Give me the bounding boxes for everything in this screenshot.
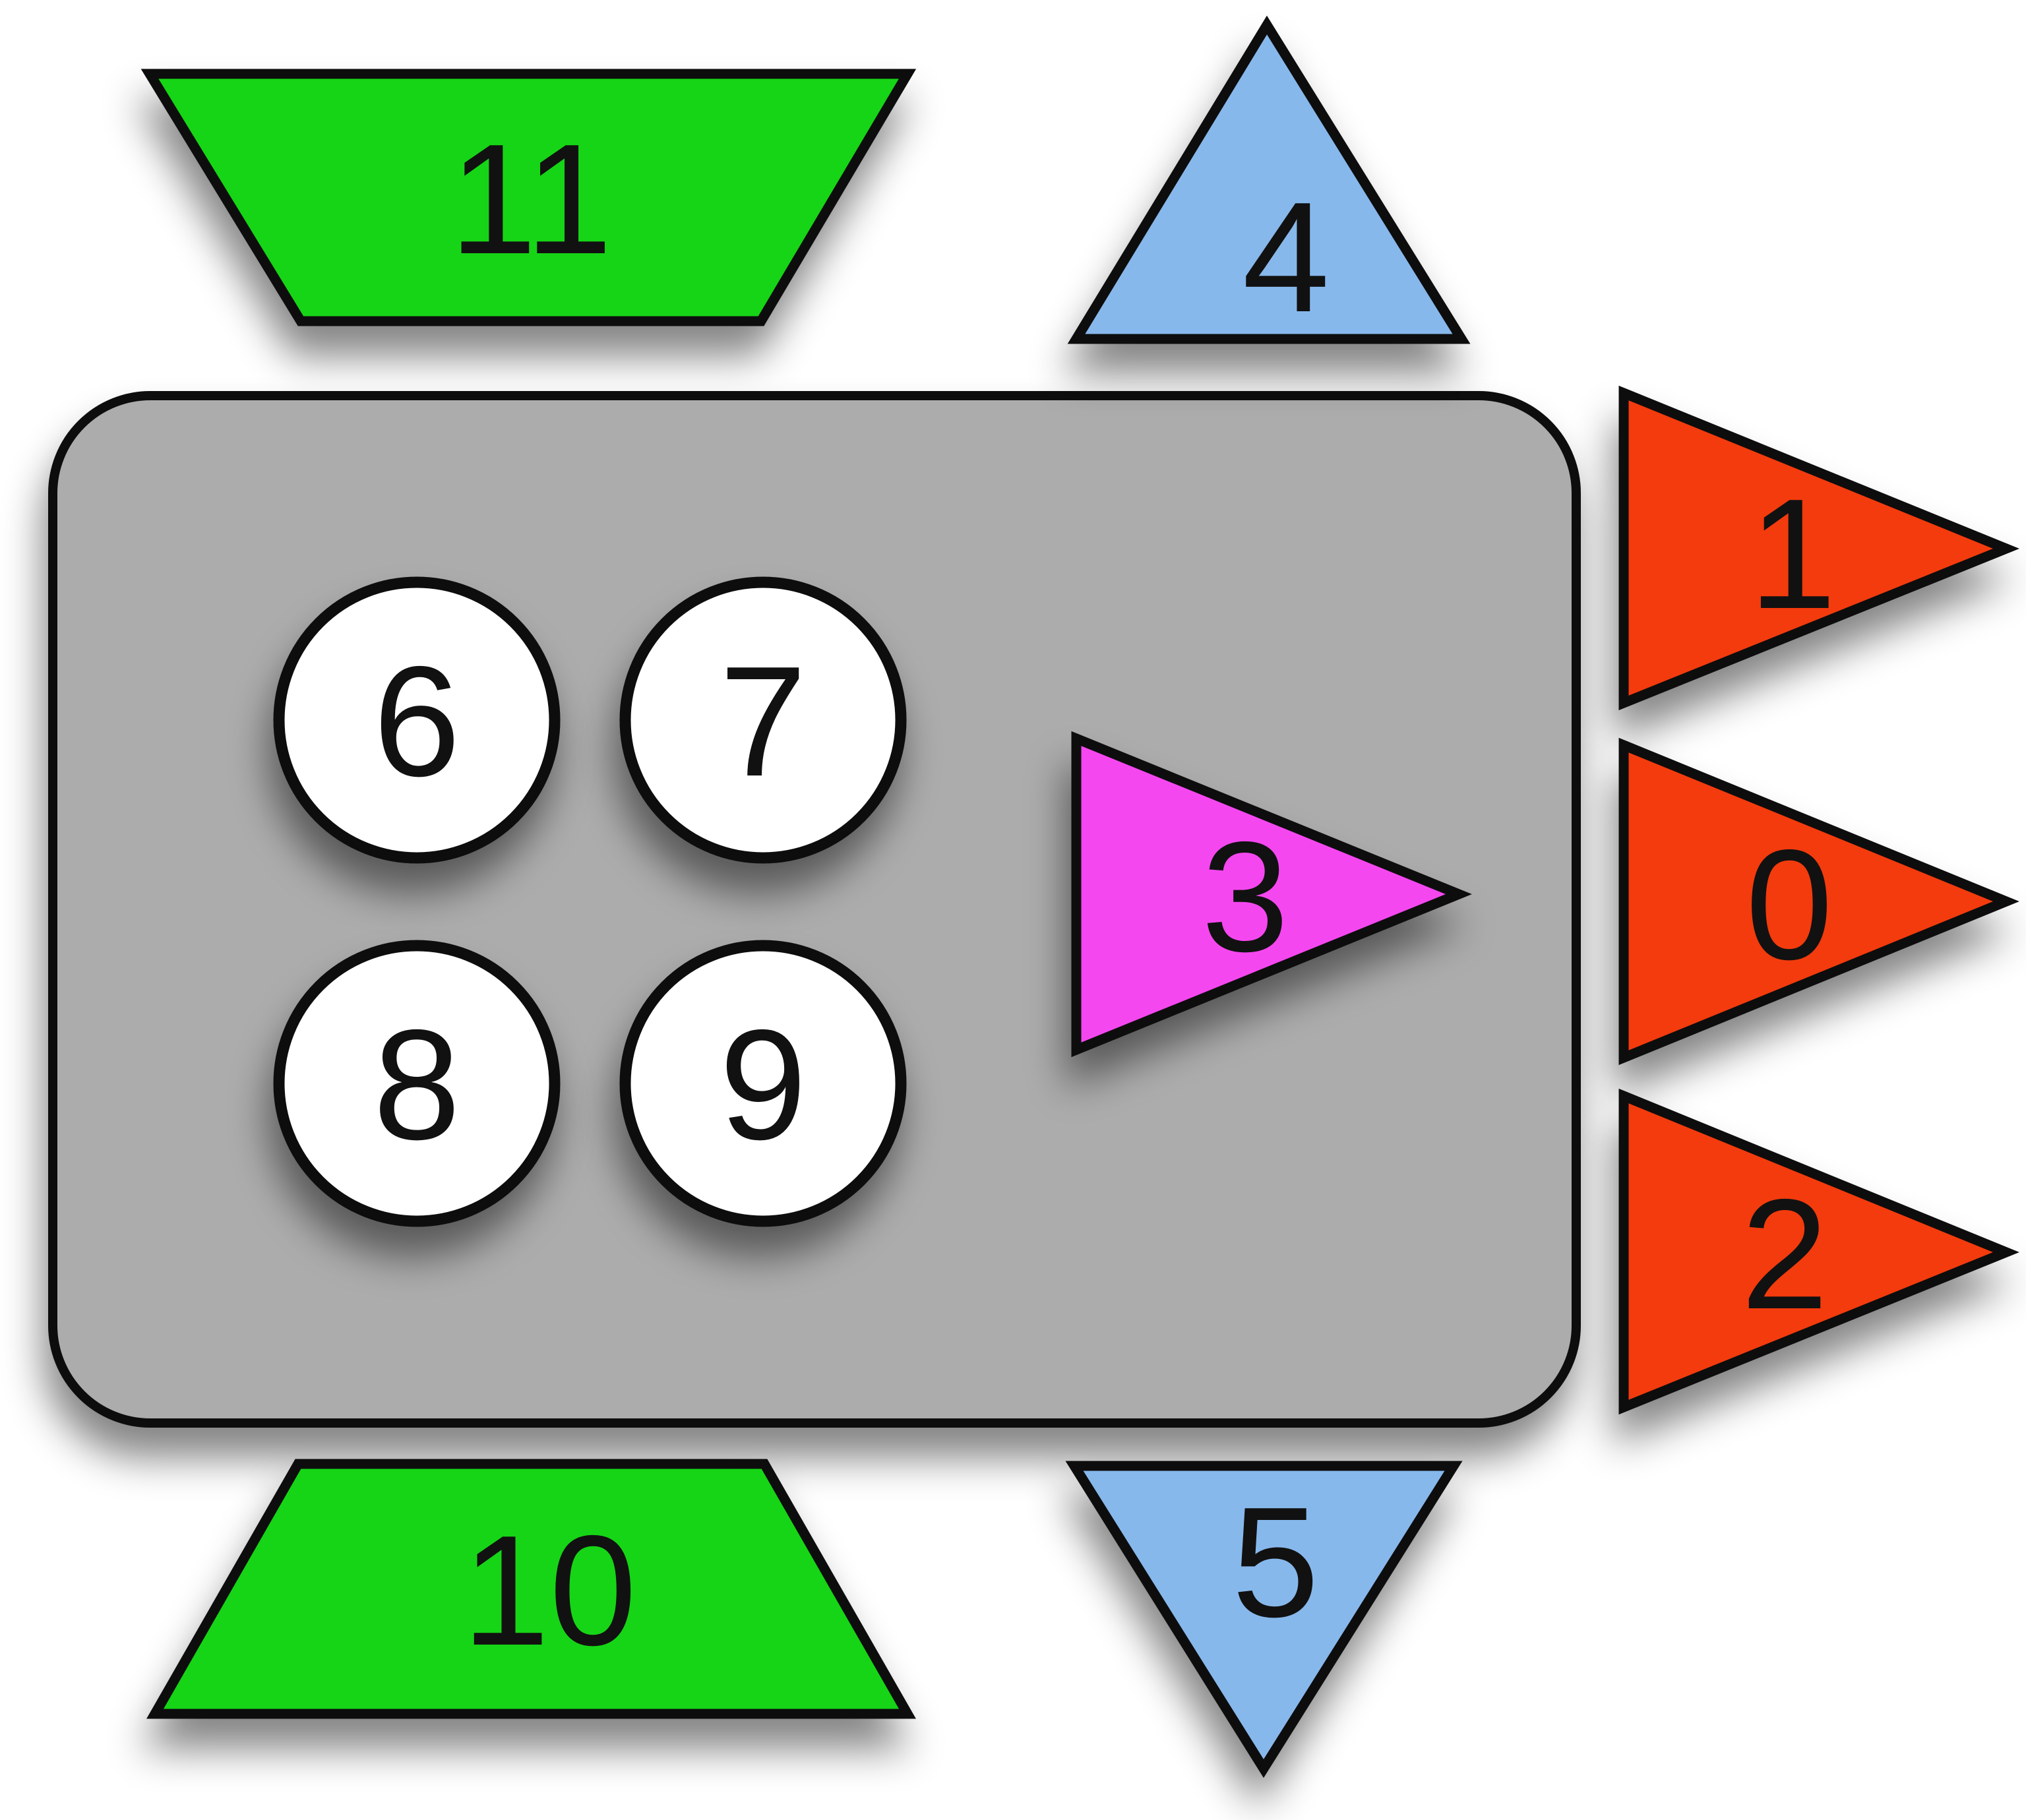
label-7: 7 bbox=[720, 634, 807, 809]
red-flag-2 bbox=[1618, 1088, 2019, 1415]
label-2: 2 bbox=[1741, 1167, 1828, 1342]
red-flag-1 bbox=[1618, 385, 2019, 711]
red-flag-0 bbox=[1618, 737, 2019, 1066]
label-11: 11 bbox=[449, 112, 612, 287]
blue-triangle-5 bbox=[1065, 1461, 1463, 1778]
label-6: 6 bbox=[373, 634, 460, 809]
blue-triangle-4 bbox=[1067, 15, 1471, 344]
label-1: 1 bbox=[1749, 467, 1836, 642]
label-3: 3 bbox=[1202, 810, 1289, 985]
circle-9 bbox=[619, 940, 907, 1227]
label-0: 0 bbox=[1746, 818, 1833, 992]
green-trapezoid-10 bbox=[146, 1459, 916, 1719]
green-trapezoid-11 bbox=[140, 69, 917, 326]
label-9: 9 bbox=[720, 998, 807, 1172]
circle-7 bbox=[619, 576, 907, 864]
label-5: 5 bbox=[1232, 1475, 1319, 1650]
circle-8 bbox=[273, 940, 561, 1227]
magenta-pointer-3 bbox=[1071, 731, 1472, 1058]
label-4: 4 bbox=[1243, 170, 1330, 345]
label-8: 8 bbox=[373, 998, 460, 1172]
circle-6 bbox=[273, 576, 561, 864]
label-10: 10 bbox=[462, 1503, 637, 1678]
